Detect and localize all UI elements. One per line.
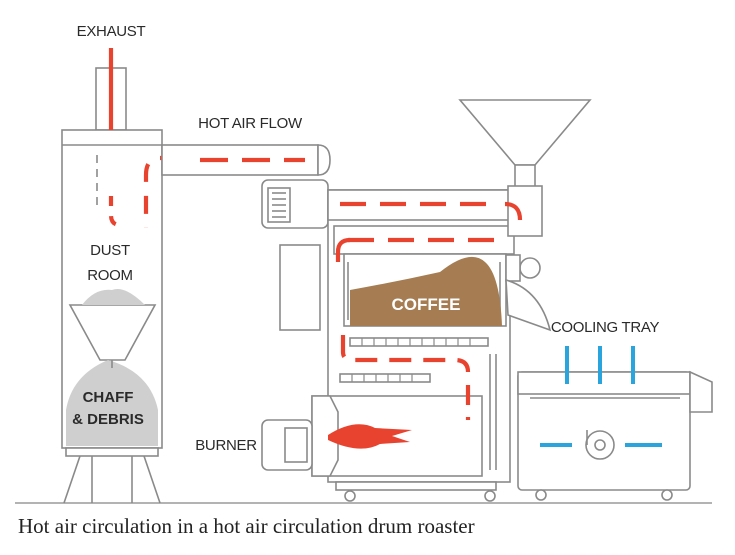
exhaust-label: EXHAUST: [77, 23, 146, 40]
coffee-label: COFFEE: [392, 295, 461, 314]
cooling-flow: [540, 346, 662, 447]
hopper: [458, 99, 592, 332]
cyclone-air-path: [143, 155, 178, 228]
dust-room-label-line2: ROOM: [87, 267, 132, 284]
burner-label: BURNER: [195, 437, 257, 454]
dust-pile: [82, 289, 145, 305]
roaster-diagram: EXHAUST HOT AIR FLOW DUST ROOM CHAFF & D…: [15, 23, 713, 504]
grate-cells: [351, 338, 471, 382]
chaff-label-line1: CHAFF: [83, 389, 134, 406]
hot-air-flow-label: HOT AIR FLOW: [198, 115, 303, 132]
chaff-pile: [66, 360, 158, 446]
cyclone-tower: [61, 67, 163, 504]
roaster-air-path: [335, 201, 523, 420]
coffee-beans: [350, 256, 502, 326]
cooling-tray: [517, 370, 713, 501]
chaff-label-line2: & DEBRIS: [72, 411, 144, 428]
burner-flame: [328, 424, 412, 449]
cooling-tray-label: COOLING TRAY: [551, 319, 660, 336]
dust-room-label-line1: DUST: [90, 242, 130, 259]
hot-air-duct: [161, 144, 331, 229]
roaster-body: [261, 189, 541, 502]
figure-caption: Hot air circulation in a hot air circula…: [18, 514, 475, 538]
